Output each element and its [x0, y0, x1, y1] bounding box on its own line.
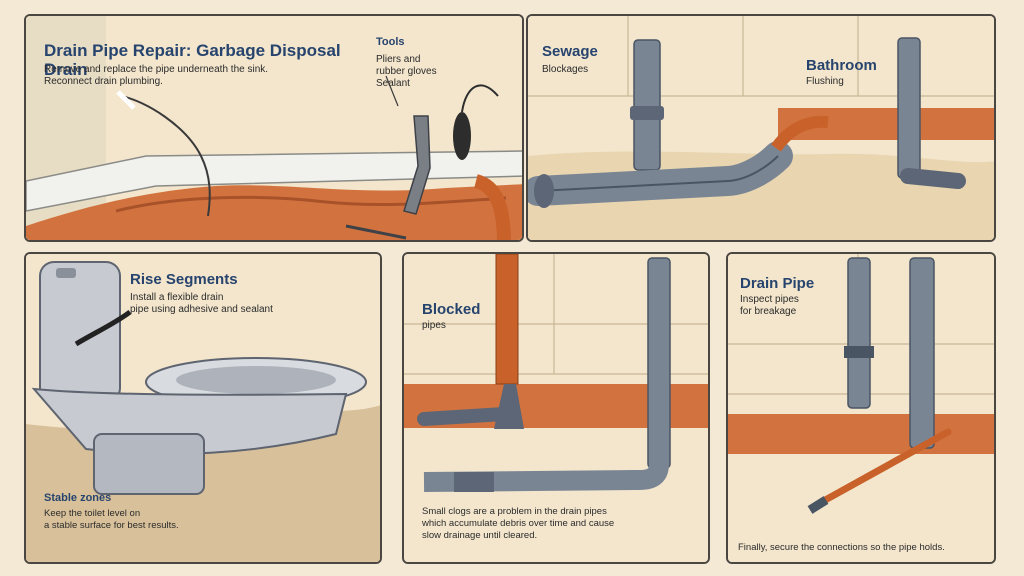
panel-drain-pipe: Drain Pipe Inspect pipes for breakage Fi…: [726, 252, 996, 564]
panel-blocked-pipes: Blocked pipes Small clogs are a problem …: [402, 252, 710, 564]
panel1-callout-title: Tools: [376, 36, 405, 48]
panel4-caption-line3: slow drainage until cleared.: [422, 530, 538, 541]
panel1-body-line2: Reconnect drain plumbing.: [44, 76, 163, 87]
sewage-pipes-illustration: [528, 16, 994, 240]
panel4-caption-line2: which accumulate debris over time and ca…: [422, 518, 615, 529]
panel1-callout-line1: Pliers and: [376, 54, 421, 65]
panel1-body-line1: Remove and replace the pipe underneath t…: [44, 64, 269, 75]
panel1-callout-line2: rubber gloves: [376, 66, 437, 77]
panel2-callout-sub: Flushing: [806, 76, 844, 87]
panel1-callout-line3: Sealant: [376, 78, 410, 89]
panel-sink-drain: Drain Pipe Repair: Garbage Disposal Drai…: [24, 14, 524, 242]
panel3-title: Rise Segments: [130, 271, 238, 288]
panel3-caption-line1: Keep the toilet level on: [44, 508, 141, 519]
drain-pipe-illustration: [728, 254, 994, 562]
panel4-caption-line1: Small clogs are a problem in the drain p…: [422, 506, 607, 517]
panel4-side-sub: pipes: [422, 320, 446, 331]
blocked-pipes-illustration: [404, 254, 708, 562]
panel5-body-line1: Inspect pipes: [740, 294, 799, 305]
panel3-body-line1: Install a flexible drain: [130, 292, 224, 303]
panel2-subtitle: Blockages: [542, 64, 589, 75]
toilet-illustration: [26, 254, 380, 562]
panel4-side-title: Blocked: [422, 301, 481, 318]
panel5-caption: Finally, secure the connections so the p…: [738, 542, 945, 553]
sink-drain-illustration: [26, 16, 522, 240]
panel3-caption-title: Stable zones: [44, 492, 112, 504]
panel5-title: Drain Pipe: [740, 275, 815, 292]
panel3-body-line2: pipe using adhesive and sealant: [130, 304, 273, 315]
panel1-title: Drain Pipe Repair: Garbage Disposal Drai…: [44, 41, 341, 79]
panel5-body-line2: for breakage: [740, 306, 797, 317]
panel3-caption-line2: a stable surface for best results.: [44, 520, 179, 531]
panel-toilet: Rise Segments Install a flexible drain p…: [24, 252, 382, 564]
panel-sewage-pipes: Sewage Blockages Bathroom Flushing: [526, 14, 996, 242]
panel2-callout-title: Bathroom: [806, 57, 877, 74]
panel2-title: Sewage: [542, 43, 598, 60]
